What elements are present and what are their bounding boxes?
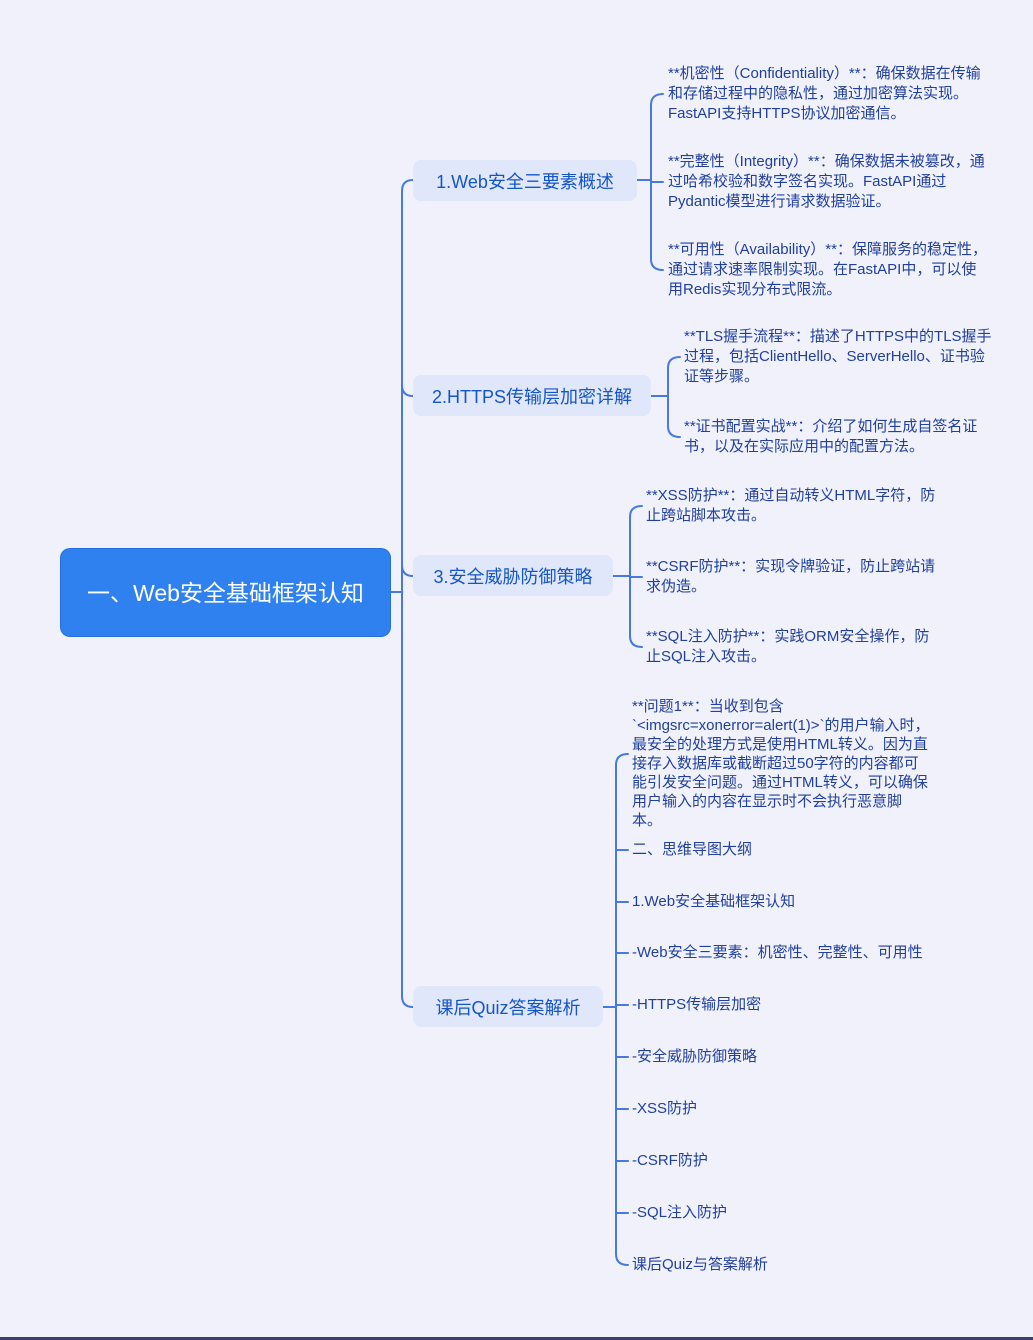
branch-node-threat-defense[interactable]: 3.安全威胁防御策略 <box>413 555 613 596</box>
root-node[interactable]: 一、Web安全基础框架认知 <box>60 548 391 637</box>
leaf-node-csrf-protection[interactable]: **CSRF防护**：实现令牌验证，防止跨站请求伪造。 <box>646 558 936 595</box>
leaf-node-outline-sql[interactable]: -SQL注入防护 <box>632 1204 728 1221</box>
leaf-node-outline-framework[interactable]: 1.Web安全基础框架认知 <box>632 893 796 910</box>
leaf-node-outline-title[interactable]: 二、思维导图大纲 <box>632 841 753 858</box>
leaf-node-outline-quiz[interactable]: 课后Quiz与答案解析 <box>632 1256 768 1273</box>
branch-node-quiz-answers[interactable]: 课后Quiz答案解析 <box>413 986 603 1027</box>
leaf-node-outline-triad[interactable]: -Web安全三要素：机密性、完整性、可用性 <box>632 944 923 961</box>
branch-node-https-encryption[interactable]: 2.HTTPS传输层加密详解 <box>413 375 651 416</box>
leaf-node-cert-config[interactable]: **证书配置实战**：介绍了如何生成自签名证书，以及在实际应用中的配置方法。 <box>684 418 978 455</box>
leaf-node-outline-xss[interactable]: -XSS防护 <box>632 1100 698 1117</box>
leaf-node-tls-handshake[interactable]: **TLS握手流程**：描述了HTTPS中的TLS握手过程，包括ClientHe… <box>684 328 992 385</box>
leaf-node-outline-csrf[interactable]: -CSRF防护 <box>632 1152 708 1169</box>
leaf-node-quiz-question1[interactable]: **问题1**：当收到包含`<imgsrc=xonerror=alert(1)>… <box>632 698 930 829</box>
branch3-leaf-connectors <box>612 505 643 648</box>
branch2-leaf-connectors <box>650 356 681 438</box>
branch4-leaf-connectors <box>602 753 629 1266</box>
leaf-node-availability[interactable]: **可用性（Availability）**：保障服务的稳定性，通过请求速率限制实… <box>668 241 987 298</box>
leaf-node-outline-threat-defense[interactable]: -安全威胁防御策略 <box>632 1048 757 1065</box>
bottom-edge-bar <box>0 1337 1033 1340</box>
branch1-leaf-connectors <box>636 93 664 271</box>
branch-node-web-security-triad[interactable]: 1.Web安全三要素概述 <box>413 160 637 201</box>
leaf-node-outline-https[interactable]: -HTTPS传输层加密 <box>632 996 762 1013</box>
leaf-node-xss-protection[interactable]: **XSS防护**：通过自动转义HTML字符，防止跨站脚本攻击。 <box>646 487 936 524</box>
leaf-node-integrity[interactable]: **完整性（Integrity）**：确保数据未被篡改，通过哈希校验和数字签名实… <box>668 153 985 210</box>
leaf-node-sql-injection-protection[interactable]: **SQL注入防护**：实践ORM安全操作，防止SQL注入攻击。 <box>646 628 930 665</box>
leaf-node-confidentiality[interactable]: **机密性（Confidentiality）**：确保数据在传输和存储过程中的隐… <box>668 65 981 122</box>
trunk-connectors <box>389 179 414 1008</box>
